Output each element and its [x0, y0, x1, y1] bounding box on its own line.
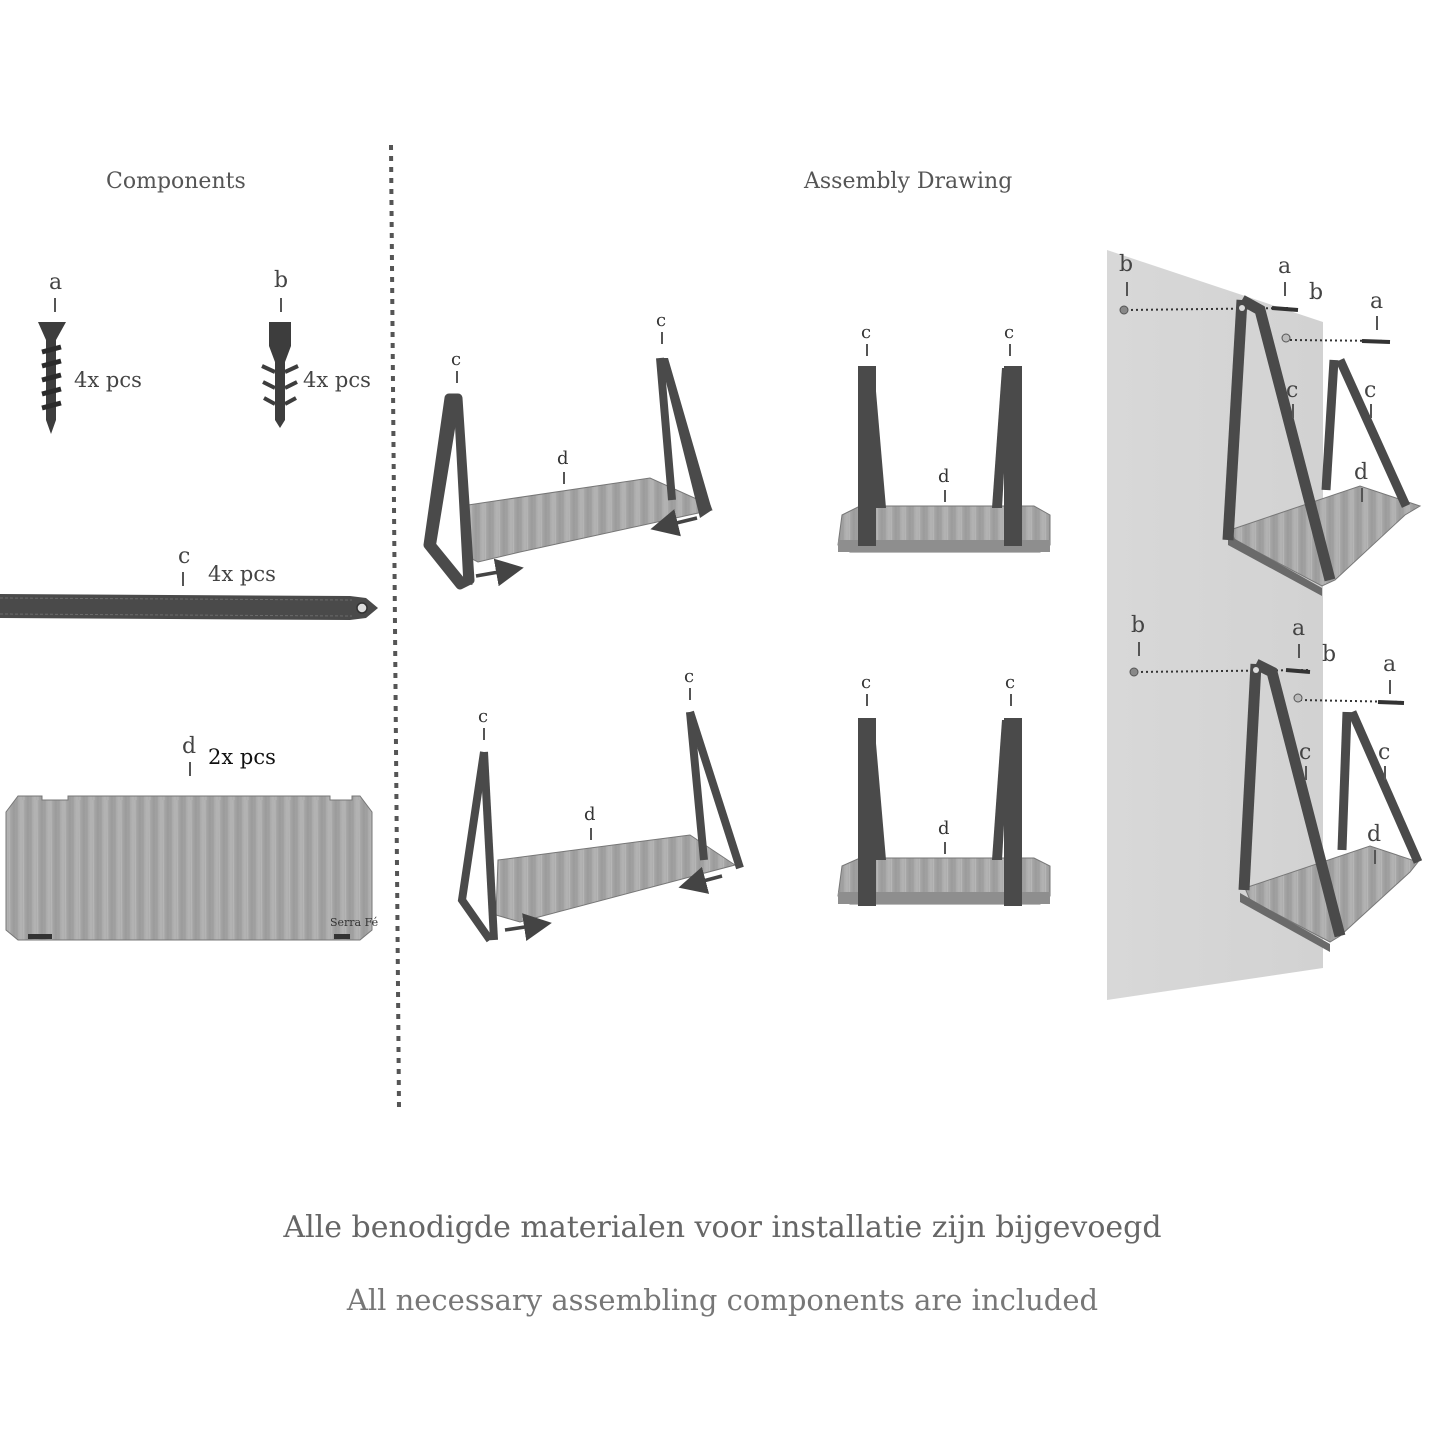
component-a-leader: [54, 298, 56, 312]
callout-leader: [661, 332, 663, 344]
callout-c: c: [1364, 378, 1377, 403]
component-c-quantity: 4x pcs: [208, 562, 276, 586]
wall-plug-icon: [261, 322, 299, 428]
callout-leader: [1384, 766, 1386, 780]
component-b-quantity: 4x pcs: [303, 368, 371, 392]
callout-d: d: [1354, 460, 1369, 485]
callout-d: d: [557, 448, 569, 469]
callout-a: a: [1383, 652, 1397, 677]
callout-b: b: [1309, 280, 1324, 305]
component-d-quantity: 2x pcs: [208, 745, 276, 769]
callout-b: b: [1322, 642, 1337, 667]
callout-c: c: [1299, 740, 1312, 765]
board-logo: Serra Fé: [330, 916, 379, 929]
component-d-letter: d: [182, 734, 197, 759]
assembly-drawing-title: Assembly Drawing: [804, 169, 1013, 194]
callout-c: c: [656, 310, 667, 331]
callout-leader: [483, 728, 485, 740]
section-divider: [389, 144, 401, 1109]
wooden-shelf-board-icon: [5, 795, 373, 941]
callout-b: b: [1131, 613, 1146, 638]
callout-leader: [866, 694, 868, 706]
assembly-step3-bottom: [1129, 659, 1423, 952]
assembly-step1-bottom: [457, 710, 744, 943]
component-a-quantity: 4x pcs: [74, 368, 142, 392]
callout-leader: [1010, 694, 1012, 706]
callout-leader: [1389, 680, 1391, 694]
callout-leader: [1009, 344, 1011, 356]
callout-c: c: [1286, 378, 1299, 403]
callout-leader: [1298, 644, 1300, 658]
screw-icon: [38, 322, 66, 434]
callout-c: c: [1004, 322, 1015, 343]
callout-leader: [944, 490, 946, 502]
callout-leader: [1126, 282, 1128, 296]
component-b-letter: b: [274, 268, 289, 293]
callout-d: d: [938, 466, 950, 487]
callout-c: c: [861, 322, 872, 343]
assembly-step3-top: [1119, 295, 1422, 596]
component-c-letter: c: [178, 544, 191, 569]
callout-c: c: [451, 349, 462, 370]
component-d-leader: [189, 762, 191, 776]
callout-leader: [1305, 766, 1307, 780]
callout-leader: [563, 472, 565, 484]
callout-c: c: [861, 672, 872, 693]
wall-panel: [1107, 250, 1323, 1000]
callout-leader: [1361, 488, 1363, 502]
components-title: Components: [106, 169, 246, 194]
callout-a: a: [1370, 289, 1384, 314]
component-b-leader: [280, 298, 282, 312]
assembly-step2-top: [837, 366, 1051, 553]
callout-c: c: [1005, 672, 1016, 693]
callout-leader: [689, 688, 691, 700]
footer-english-caption: All necessary assembling components are …: [346, 1283, 1099, 1317]
callout-leader: [1370, 404, 1372, 418]
callout-d: d: [1367, 822, 1382, 847]
callout-c: c: [1378, 740, 1391, 765]
callout-leader: [1138, 642, 1140, 656]
assembly-step1-top: [423, 357, 713, 590]
callout-c: c: [478, 706, 489, 727]
callout-c: c: [684, 666, 695, 687]
callout-leader: [944, 842, 946, 854]
callout-a: a: [1292, 616, 1306, 641]
callout-a: a: [1278, 254, 1292, 279]
callout-leader: [590, 828, 592, 840]
callout-d: d: [584, 804, 596, 825]
component-a-letter: a: [49, 270, 63, 295]
leather-strap-icon: [0, 594, 378, 620]
footer-dutch-caption: Alle benodigde materialen voor installat…: [283, 1210, 1162, 1245]
component-c-leader: [182, 572, 184, 586]
callout-leader: [866, 344, 868, 356]
callout-leader: [1292, 404, 1294, 418]
callout-d: d: [938, 818, 950, 839]
assembly-step2-bottom: [837, 718, 1051, 906]
callout-leader: [1376, 316, 1378, 330]
callout-b: b: [1119, 252, 1134, 277]
callout-leader: [1374, 850, 1376, 864]
callout-leader: [456, 371, 458, 383]
callout-leader: [1284, 282, 1286, 296]
